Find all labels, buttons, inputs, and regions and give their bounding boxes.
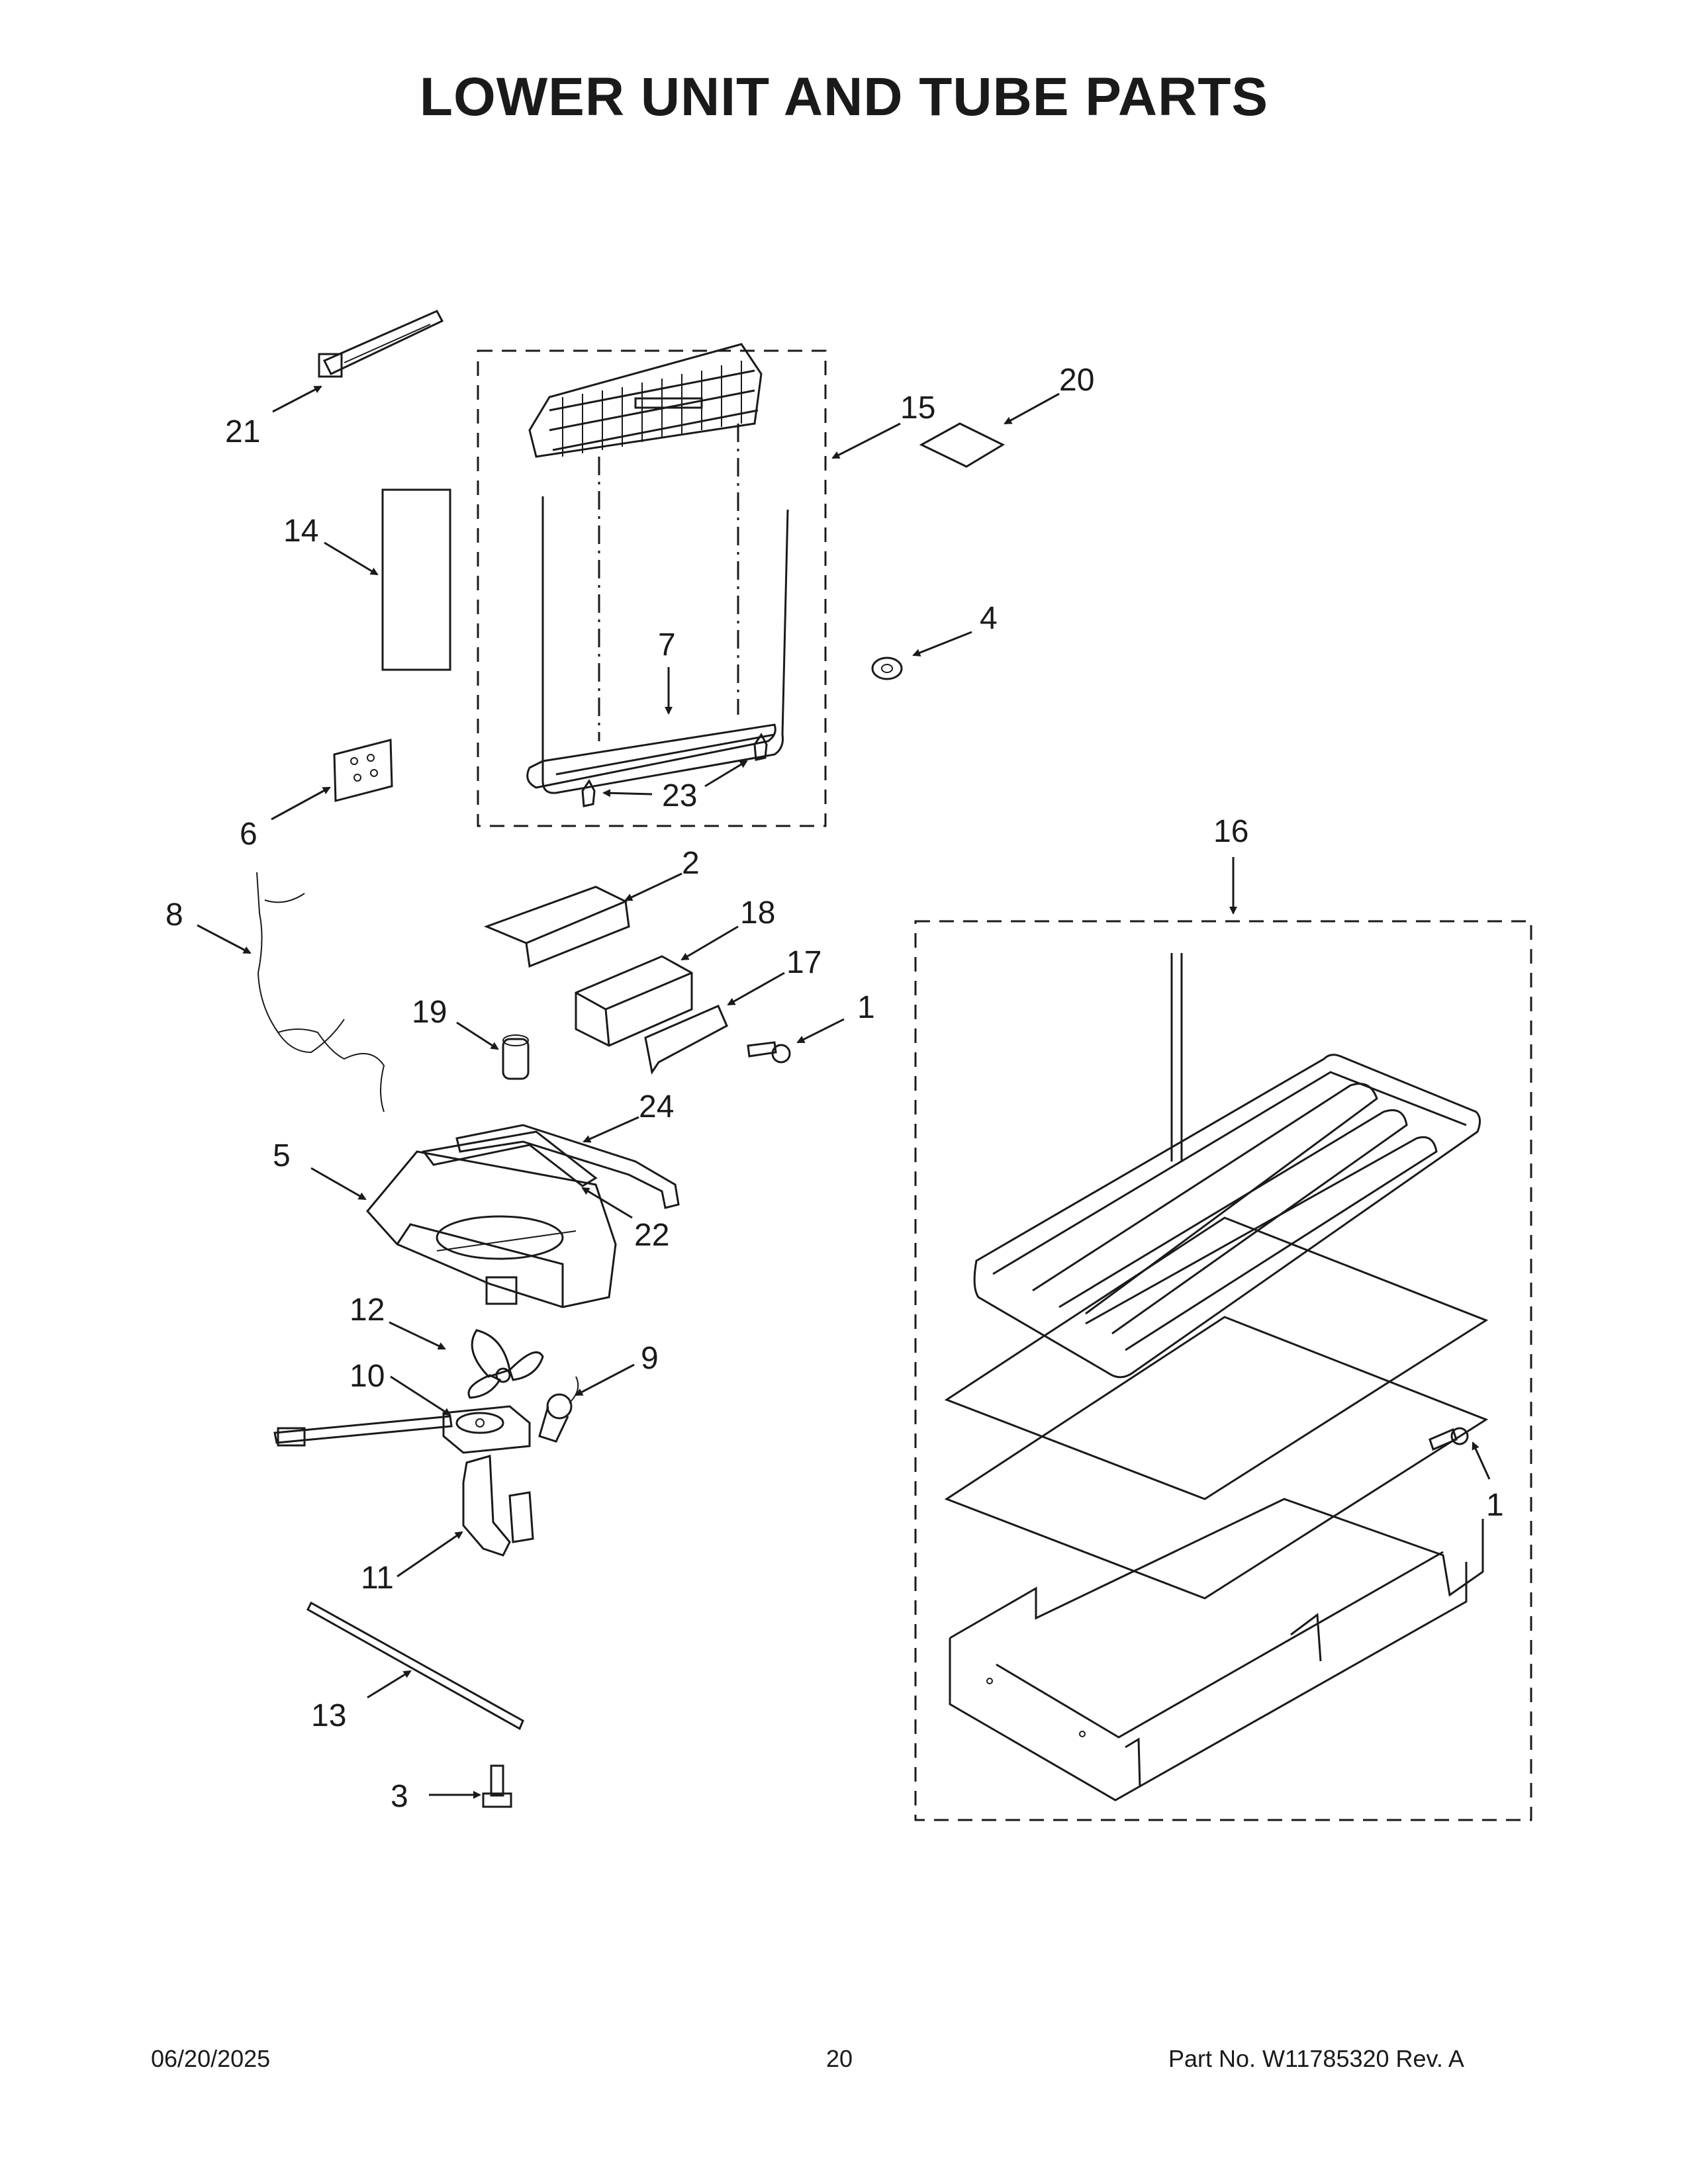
insulation-sheet-lower <box>944 1316 1489 1600</box>
callout-1b: 1 <box>1486 1488 1504 1523</box>
foam-strip-part-24 <box>455 1124 680 1209</box>
bracket-part-18 <box>575 955 693 1047</box>
callout-19: 19 <box>412 995 447 1030</box>
foam-part-2 <box>483 886 630 968</box>
drain-pan-heater-part-16 <box>973 953 1481 1379</box>
evaporator-part-15 <box>528 343 789 794</box>
callout-24: 24 <box>639 1089 674 1124</box>
footer-part-number: Part No. W11785320 Rev. A <box>1168 2045 1464 2072</box>
defrost-heater-part-7 <box>526 424 776 789</box>
screw-part-3 <box>482 1764 512 1808</box>
page-title: LOWER UNIT AND TUBE PARTS <box>419 67 1269 127</box>
callout-22: 22 <box>634 1218 669 1253</box>
sensor-part-9 <box>538 1376 579 1443</box>
strip-part-13 <box>306 1601 524 1731</box>
pad-part-20 <box>919 422 1006 468</box>
insulation-sheet-upper <box>944 1216 1489 1500</box>
callout-5: 5 <box>273 1138 291 1173</box>
clip-part-4 <box>871 657 903 680</box>
evaporator-assembly-dashed-box <box>477 349 827 827</box>
callout-23: 23 <box>662 778 697 813</box>
callout-2: 2 <box>682 846 700 881</box>
clip-part-23 <box>581 733 768 807</box>
drain-pan-assembly-dashed-box <box>914 920 1532 1821</box>
screw-part-1-bottom <box>1429 1427 1469 1451</box>
fan-housing-part-5 <box>366 1150 617 1308</box>
footer-page-number: 20 <box>826 2045 853 2072</box>
insulation-panel-part-14 <box>381 488 451 671</box>
callout-17: 17 <box>786 945 821 980</box>
callout-15: 15 <box>900 390 935 426</box>
callout-21: 21 <box>225 414 260 449</box>
callout-4: 4 <box>980 601 998 636</box>
wire-harness-part-8 <box>256 872 385 1113</box>
callout-14: 14 <box>283 514 318 549</box>
callout-7: 7 <box>658 627 676 662</box>
callout-16: 16 <box>1213 814 1248 849</box>
callout-12: 12 <box>350 1293 385 1328</box>
fan-motor-part-10 <box>273 1405 531 1454</box>
callout-1a: 1 <box>857 990 875 1025</box>
callout-18: 18 <box>740 895 775 931</box>
footer-date: 06/20/2025 <box>151 2045 271 2072</box>
motor-bracket-part-11 <box>462 1455 534 1557</box>
callout-11: 11 <box>361 1561 394 1596</box>
callout-13: 13 <box>311 1698 346 1733</box>
pan-housing <box>949 1498 1484 1801</box>
callout-10: 10 <box>350 1359 385 1394</box>
callout-6: 6 <box>240 817 258 852</box>
callout-3: 3 <box>391 1779 408 1814</box>
callout-8: 8 <box>165 897 183 933</box>
capacitor-part-19 <box>502 1034 530 1080</box>
callout-9: 9 <box>641 1341 659 1376</box>
callout-20: 20 <box>1059 363 1094 398</box>
fan-blade-part-12 <box>467 1329 544 1399</box>
control-board-part-6 <box>333 739 393 802</box>
cable-tie-part-21 <box>318 310 444 378</box>
screw-part-1-top <box>747 1041 791 1064</box>
gasket-part-22 <box>422 1130 598 1187</box>
cover-part-17 <box>644 1005 728 1075</box>
